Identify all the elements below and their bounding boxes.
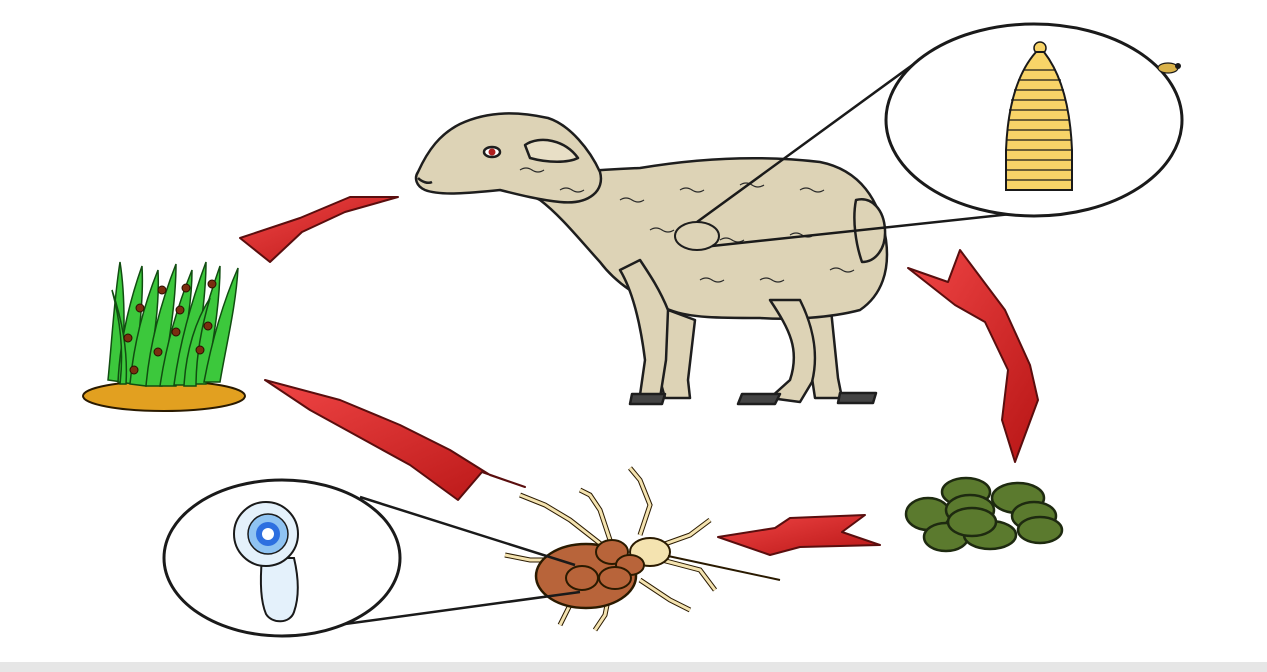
grass-icon	[83, 262, 245, 411]
sheep-icon	[416, 113, 887, 404]
fly-icon	[1158, 63, 1181, 73]
arrow-grass-to-sheep	[240, 197, 398, 262]
mite-icon	[505, 468, 780, 630]
droppings-icon	[906, 478, 1062, 551]
arrow-sheep-to-droppings	[908, 250, 1038, 462]
arrow-droppings-to-mite	[718, 515, 880, 555]
